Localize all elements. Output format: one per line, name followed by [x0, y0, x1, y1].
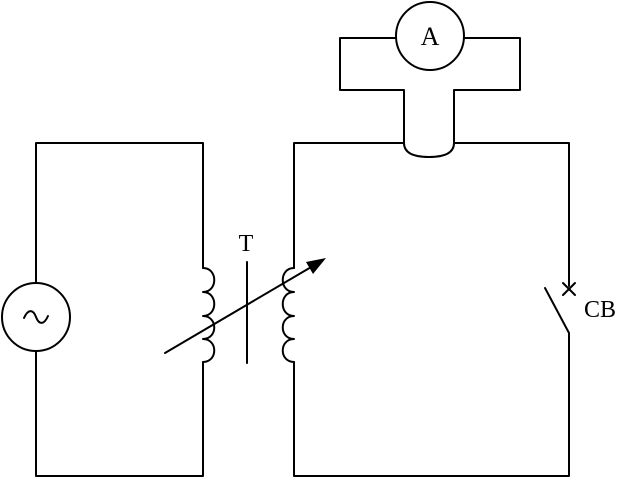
ammeter-clamp-arc	[403, 142, 455, 158]
secondary-wire-left-top	[293, 142, 405, 269]
transformer-label: T	[239, 231, 254, 257]
circuit-breaker-icon: CB	[544, 282, 616, 334]
secondary-wire-top-right	[453, 142, 570, 287]
ac-source-circle	[1, 282, 71, 352]
breaker-label: CB	[584, 297, 616, 323]
primary-wire-left	[35, 142, 204, 283]
ammeter-clamp	[339, 37, 521, 144]
primary-circuit	[1, 142, 216, 477]
variable-transformer-icon: T	[164, 231, 326, 364]
ammeter-circle	[395, 1, 465, 71]
breaker-x-stroke-2	[562, 282, 576, 296]
primary-coil	[202, 267, 216, 363]
secondary-wire-bottom	[293, 332, 570, 477]
breaker-contact	[544, 287, 570, 334]
primary-wire-bottom	[35, 350, 204, 477]
ac-source-wave	[23, 310, 49, 324]
adjust-arrow-head	[306, 258, 326, 274]
ac-source-icon	[1, 282, 71, 352]
adjust-arrow-shaft	[164, 262, 319, 354]
ammeter-label: A	[421, 22, 440, 51]
secondary-circuit	[281, 142, 570, 477]
ammeter-icon: A	[339, 1, 521, 158]
secondary-coil	[281, 267, 295, 363]
